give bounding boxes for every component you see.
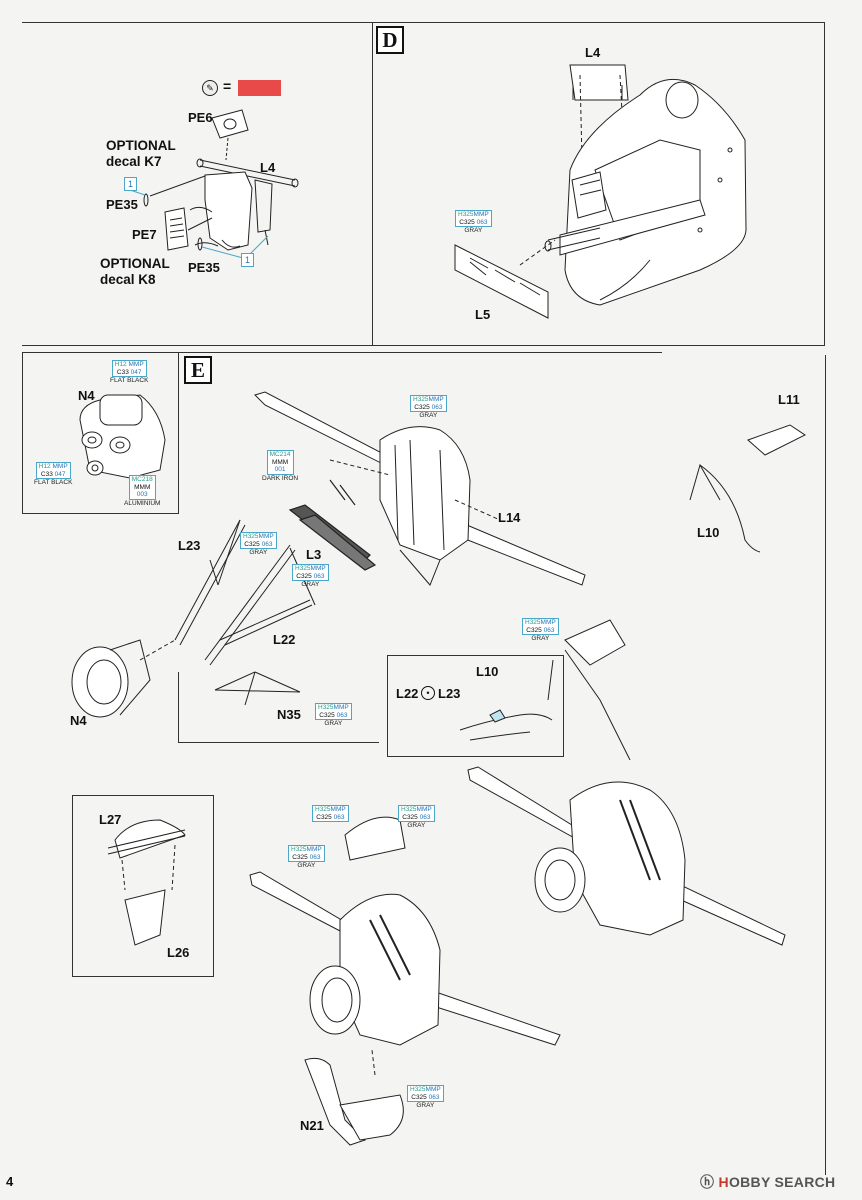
label-l10-detail: L10	[476, 664, 499, 679]
label-optional-k7-line2: decal K7	[106, 154, 162, 169]
label-optional-k8-line1: OPTIONAL	[100, 256, 170, 271]
step-d-frame	[22, 22, 825, 346]
step-e-label: E	[184, 356, 212, 384]
seat-back-drawing	[189, 158, 299, 251]
ref-step-1-b: 1	[241, 253, 254, 267]
pe7-part	[164, 207, 189, 251]
l27-l26-drawing	[107, 819, 186, 946]
pe35-bottom-part	[197, 237, 203, 251]
label-pe35-left: PE35	[106, 197, 138, 212]
label-pe6: PE6	[188, 110, 213, 125]
step-d-divider	[372, 22, 373, 345]
pe6-part	[211, 109, 249, 139]
n4-inset-frame	[22, 352, 179, 514]
label-l22: L22	[273, 632, 296, 647]
label-l4-right: L4	[585, 45, 601, 60]
l22-tubes-drawing	[204, 544, 316, 666]
l3-region-outline	[178, 672, 379, 743]
pe35-left-part	[143, 193, 149, 207]
label-n21: N21	[300, 1118, 324, 1133]
detail-inset-drawing	[459, 709, 553, 741]
label-l14: L14	[498, 510, 521, 525]
wing-spar-drawing	[254, 391, 586, 586]
label-l5: L5	[475, 307, 491, 322]
frame-with-l10-drawing	[547, 619, 631, 761]
assembled-fuselage-bottom-drawing	[249, 816, 561, 1046]
n35-drawing	[214, 671, 301, 706]
l3-guns-drawing	[288, 479, 377, 571]
label-l23-detail: L23	[438, 686, 461, 701]
hobby-search-logo-icon: ⓗ	[700, 1174, 715, 1190]
hobby-search-watermark: ⓗ HOBBY SEARCH	[700, 1174, 836, 1190]
label-l27: L27	[99, 812, 122, 827]
label-n4-top: N4	[78, 388, 95, 403]
label-l26: L26	[167, 945, 190, 960]
paint-brush-icon: ✎	[202, 80, 218, 96]
page-number: 4	[6, 1174, 14, 1189]
legend-equals: =	[223, 78, 232, 94]
n21-drawing	[304, 1049, 404, 1146]
l27-inset-frame	[72, 795, 214, 977]
label-l10-right: L10	[697, 525, 720, 540]
step-e-right-line	[825, 355, 826, 1175]
label-n4-bottom: N4	[70, 713, 87, 728]
step-d-bottom-line	[22, 345, 825, 346]
l22-l23-detail-frame	[387, 655, 564, 757]
label-optional-k7-line1: OPTIONAL	[106, 138, 176, 153]
l10-l11-drawing	[689, 424, 806, 553]
assembled-fuselage-right-drawing	[467, 766, 786, 946]
label-n35: N35	[277, 707, 301, 722]
l23-tubes-drawing	[174, 519, 246, 646]
label-l4-left: L4	[260, 160, 276, 175]
red-color-swatch	[238, 80, 281, 96]
cockpit-frame-drawing	[544, 64, 747, 306]
glue-symbol-icon: •	[421, 686, 435, 700]
step-d-label: D	[376, 26, 404, 54]
label-l23: L23	[178, 538, 201, 553]
label-l11: L11	[778, 392, 800, 407]
label-optional-k8-line2: decal K8	[100, 272, 156, 287]
label-l3: L3	[306, 547, 322, 562]
step-e-top-line	[22, 352, 662, 353]
n4-engine-drawing	[79, 394, 166, 479]
l5-part-drawing	[454, 239, 556, 319]
label-pe7: PE7	[132, 227, 157, 242]
n4-ring-drawing	[71, 639, 176, 718]
label-l22-detail: L22	[396, 686, 419, 701]
ref-step-1-a: 1	[124, 177, 137, 191]
label-pe35-bottom: PE35	[188, 260, 220, 275]
